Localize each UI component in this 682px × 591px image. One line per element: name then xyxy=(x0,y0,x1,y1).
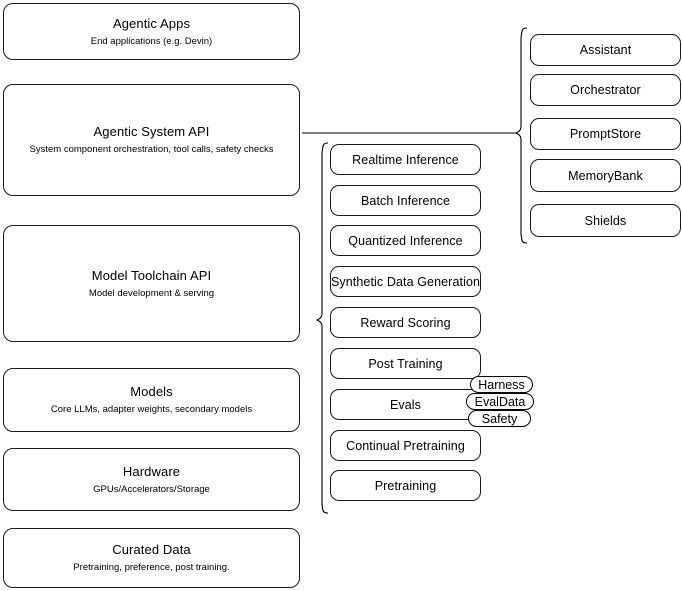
layer-title: Agentic Apps xyxy=(112,15,191,31)
layer-subtitle: System component orchestration, tool cal… xyxy=(29,144,274,155)
system-item-memorybank[interactable]: MemoryBank xyxy=(530,159,681,192)
toolchain-item-label: Continual Pretraining xyxy=(346,438,465,453)
toolchain-item-label: Realtime Inference xyxy=(352,152,459,167)
evals-pill-harness[interactable]: Harness xyxy=(470,376,533,393)
system-item-label: Orchestrator xyxy=(570,83,641,97)
toolchain-item-reward-scoring[interactable]: Reward Scoring xyxy=(330,307,481,338)
system-item-label: MemoryBank xyxy=(568,168,643,183)
layer-models[interactable]: Models Core LLMs, adapter weights, secon… xyxy=(3,368,300,432)
evals-pill-label: EvalData xyxy=(474,394,526,409)
toolchain-item-label: Post Training xyxy=(368,356,443,371)
toolchain-item-continual-pretraining[interactable]: Continual Pretraining xyxy=(330,430,481,461)
layer-model-toolchain-api[interactable]: Model Toolchain API Model development & … xyxy=(3,225,300,342)
layer-title: Agentic System API xyxy=(93,124,210,139)
system-item-assistant[interactable]: Assistant xyxy=(530,34,681,66)
layer-subtitle: Core LLMs, adapter weights, secondary mo… xyxy=(50,404,253,415)
toolchain-item-realtime-inference[interactable]: Realtime Inference xyxy=(330,144,481,175)
system-item-label: Shields xyxy=(584,213,627,228)
layer-hardware[interactable]: Hardware GPUs/Accelerators/Storage xyxy=(3,448,300,511)
layer-agentic-apps[interactable]: Agentic Apps End applications (e.g. Devi… xyxy=(3,3,300,60)
toolchain-item-pretraining[interactable]: Pretraining xyxy=(330,470,481,501)
bracket-toolchain-components xyxy=(315,142,329,514)
toolchain-item-batch-inference[interactable]: Batch Inference xyxy=(330,185,481,216)
bracket-system-components xyxy=(514,27,528,244)
layer-subtitle: End applications (e.g. Devin) xyxy=(90,35,213,47)
toolchain-item-label: Evals xyxy=(389,397,422,412)
layer-title: Curated Data xyxy=(112,542,191,557)
layer-subtitle: GPUs/Accelerators/Storage xyxy=(93,483,210,495)
layer-agentic-system-api[interactable]: Agentic System API System component orch… xyxy=(3,84,300,196)
toolchain-item-label: Pretraining xyxy=(374,478,437,493)
layer-subtitle: Pretraining, preference, post training. xyxy=(73,562,230,573)
evals-pill-label: Safety xyxy=(481,411,518,426)
toolchain-item-label: Synthetic Data Generation xyxy=(330,274,481,289)
layer-title: Hardware xyxy=(122,463,181,479)
toolchain-item-label: Quantized Inference xyxy=(348,233,463,248)
layer-title: Models xyxy=(130,384,173,399)
system-item-promptstore[interactable]: PromptStore xyxy=(530,118,681,150)
system-item-label: PromptStore xyxy=(569,127,642,141)
system-item-orchestrator[interactable]: Orchestrator xyxy=(530,74,681,106)
toolchain-item-label: Batch Inference xyxy=(360,193,451,208)
evals-pill-evaldata[interactable]: EvalData xyxy=(466,393,534,410)
system-item-label: Assistant xyxy=(579,43,632,57)
toolchain-item-post-training[interactable]: Post Training xyxy=(330,348,481,379)
system-item-shields[interactable]: Shields xyxy=(530,204,681,237)
toolchain-item-quantized-inference[interactable]: Quantized Inference xyxy=(330,225,481,256)
layer-subtitle: Model development & serving xyxy=(88,287,215,299)
toolchain-item-label: Reward Scoring xyxy=(360,315,451,330)
toolchain-item-synthetic-data-generation[interactable]: Synthetic Data Generation xyxy=(330,266,481,297)
layer-curated-data[interactable]: Curated Data Pretraining, preference, po… xyxy=(3,528,300,588)
toolchain-item-evals[interactable]: Evals xyxy=(330,389,481,420)
layer-title: Model Toolchain API xyxy=(91,267,212,283)
evals-pill-safety[interactable]: Safety xyxy=(468,410,531,427)
evals-pill-label: Harness xyxy=(478,377,525,392)
